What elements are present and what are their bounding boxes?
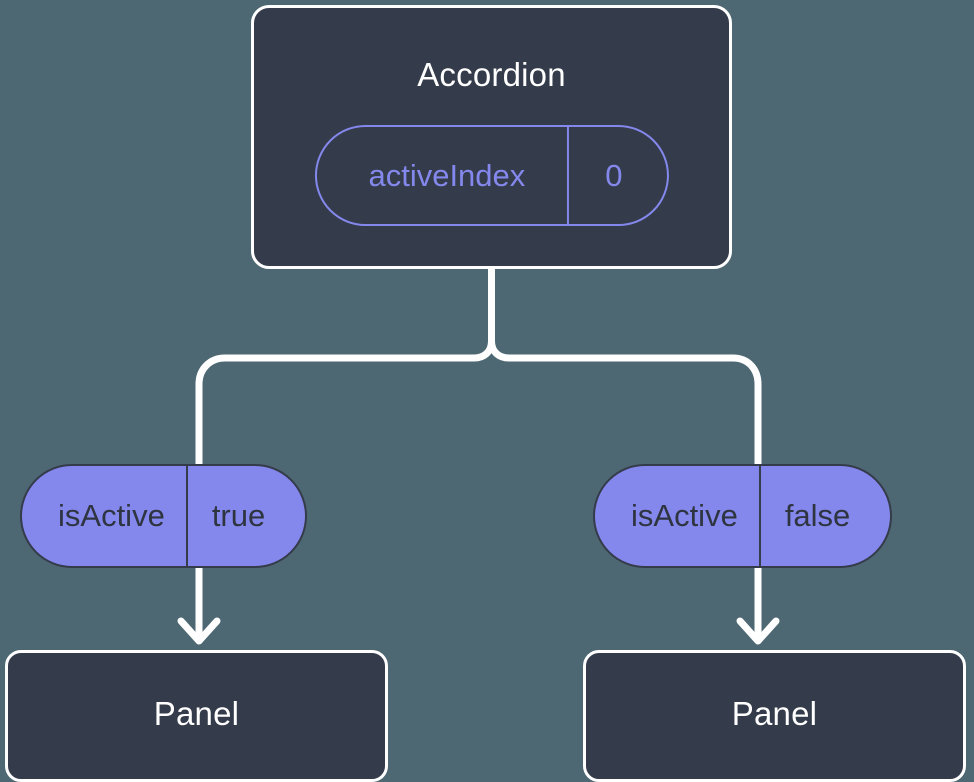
arrowhead-right <box>736 617 780 645</box>
arrowhead-left <box>177 617 221 645</box>
state-pill-is-active-false[interactable]: isActive false <box>593 464 893 568</box>
state-pill-is-active-true[interactable]: isActive true <box>20 464 308 568</box>
panel-right-title: Panel <box>731 695 818 732</box>
state-value-label: true <box>185 466 305 566</box>
state-value-label: false <box>758 466 890 566</box>
prop-pill-active-index[interactable]: activeIndex 0 <box>314 125 669 226</box>
edge-trunk <box>195 265 495 468</box>
edge-fork-right <box>488 337 762 468</box>
prop-value-label: 0 <box>567 127 666 224</box>
node-panel-left[interactable]: Panel <box>5 650 388 782</box>
node-panel-right[interactable]: Panel <box>583 650 966 782</box>
state-key-label: isActive <box>631 498 738 533</box>
node-accordion[interactable]: Accordion activeIndex 0 <box>251 5 732 269</box>
panel-left-title: Panel <box>153 695 240 732</box>
state-key-label: isActive <box>58 498 165 533</box>
prop-key-label: activeIndex <box>368 157 526 193</box>
accordion-title: Accordion <box>417 56 566 93</box>
